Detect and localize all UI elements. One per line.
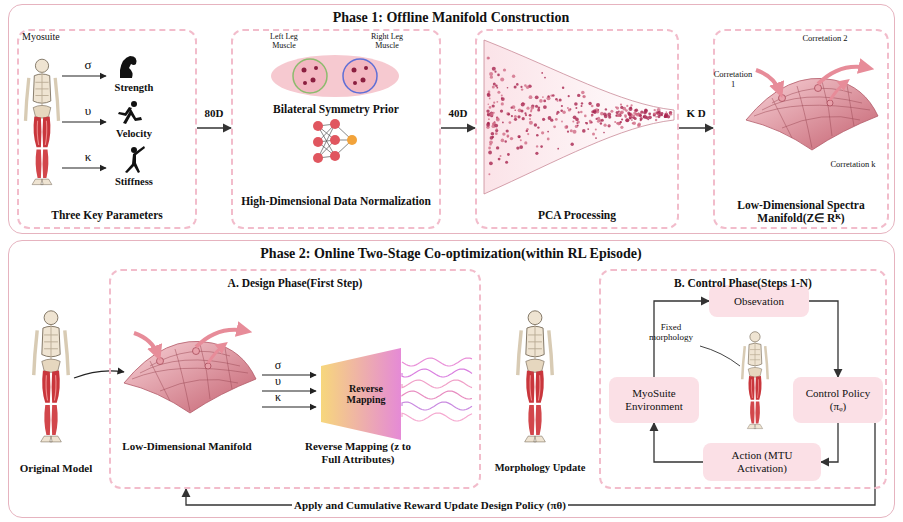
stage-box: PCA Processing: [475, 29, 679, 229]
edge-label: K D: [684, 107, 707, 120]
text-label: σ: [78, 58, 98, 73]
text-label: κ: [78, 150, 98, 165]
text-label: Corretation 1: [713, 70, 753, 90]
text-label: Original Model: [10, 462, 102, 475]
process-box: Control Policy (πᵩ): [793, 377, 883, 423]
text-label: υ: [268, 375, 288, 389]
text-label: Low-Dimensional Manifold: [112, 440, 262, 453]
text-label: Right Leg Muscle: [364, 32, 410, 50]
edge-label: Apply and Cumulative Reward Update Desig…: [292, 499, 568, 512]
text-label: Morphology Update: [484, 462, 596, 474]
box-title: Three Key Parameters: [19, 209, 195, 222]
text-label: Corretation 2: [790, 34, 860, 44]
connector: [654, 423, 703, 462]
stage-box: B. Control Phase(Steps 1-N) ObsevationCon…: [599, 269, 887, 489]
edge-label: 80D: [203, 107, 226, 120]
edge-label: 40D: [447, 107, 470, 120]
box-text: High-Dimensional Data Normalization: [233, 195, 439, 208]
box-text: Obsevation: [734, 295, 784, 308]
phase-panel: Phase 2: Online Two-Stage Co-optimizatio…: [8, 240, 895, 518]
text-label: Reverse Mapping (z to Full Attributes): [296, 440, 420, 465]
box-title: B. Control Phase(Steps 1-N): [601, 277, 885, 290]
box-text: Action (MTU Activation): [707, 449, 817, 474]
text-label: Stiffness: [104, 176, 164, 188]
box-title: PCA Processing: [477, 209, 677, 222]
text-label: Left Leg Muscle: [262, 32, 306, 50]
text-label: Strength: [104, 82, 164, 94]
stage-box: Low-Dimensional Spectra Manifold(Z∈ Rᴷ): [713, 29, 889, 229]
text-label: σ: [268, 359, 288, 373]
text-label: Fixed morphology: [640, 322, 702, 343]
stage-box: Bilateral Symmetry PriorHigh-Dimensional…: [231, 29, 441, 229]
mapping-trapezoid: Reverse Mapping: [321, 348, 401, 440]
stage-box: Three Key Parameters: [17, 29, 197, 229]
box-title: Low-Dimensional Spectra Manifold(Z∈ Rᴷ): [715, 199, 887, 225]
box-title: Bilateral Symmetry Prior: [233, 103, 439, 116]
box-text: Control Policy (πᵩ): [797, 387, 879, 412]
text-label: Myosuite: [22, 31, 82, 43]
connector: [441, 127, 475, 128]
box-title: A. Design Phase(First Step): [111, 277, 479, 290]
box-text: Reverse Mapping: [337, 383, 395, 406]
box-text: MyoSuite Environment: [613, 387, 695, 412]
connector: [186, 423, 875, 505]
box-title: Phase 1: Offline Manifold Construction: [9, 10, 893, 26]
box-title: Phase 2: Online Two-Stage Co-optimizatio…: [9, 246, 893, 262]
text-label: Corretation k: [820, 160, 886, 170]
process-box: Obsevation: [709, 285, 809, 317]
connector: [809, 301, 838, 377]
text-label: υ: [78, 104, 98, 119]
connector: [197, 127, 231, 128]
connector: [679, 127, 713, 128]
stage-box: A. Design Phase(First Step) Reverse Mappi…: [109, 269, 481, 489]
connector: [821, 423, 838, 462]
process-box: Action (MTU Activation): [703, 443, 821, 481]
text-label: Velocity: [104, 128, 164, 140]
text-label: κ: [268, 391, 288, 405]
process-box: MyoSuite Environment: [609, 377, 699, 423]
